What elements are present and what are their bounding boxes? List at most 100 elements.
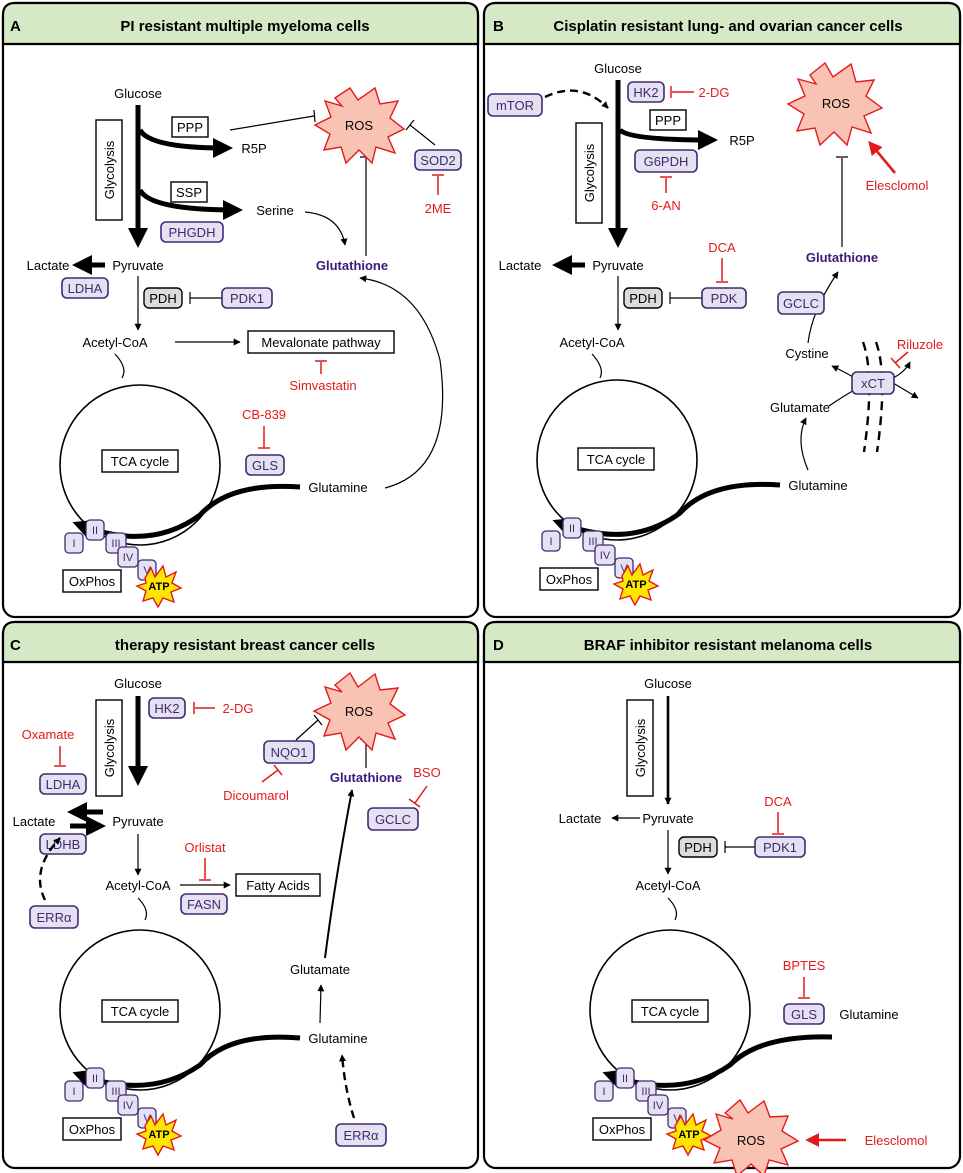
erra2-label: ERRα (344, 1128, 379, 1143)
ros-burst (313, 86, 406, 165)
elesclomol-activates-ros (868, 140, 896, 174)
2dg-label: 2-DG (222, 701, 253, 716)
tca-box (631, 999, 709, 1023)
oxphos-label: OxPhos (69, 574, 116, 589)
panel-c-letter: C (10, 637, 21, 654)
erra-label: ERRα (37, 910, 72, 925)
acetylcoa-label: Acetyl-CoA (559, 335, 624, 350)
gclc-label: GCLC (375, 812, 411, 827)
r5p-label: R5P (241, 141, 266, 156)
g6pdh-enzyme (634, 149, 698, 173)
membrane-right (874, 341, 884, 453)
pdk-label: PDK (711, 291, 738, 306)
acetylcoa-to-tca (137, 897, 148, 921)
tca-cycle-circle (59, 929, 221, 1091)
complex-iv (594, 544, 616, 566)
erra-to-lactate (38, 837, 61, 901)
ppp-arrow (618, 127, 718, 150)
glutathione-label: Glutathione (806, 250, 878, 265)
gls-enzyme (245, 454, 285, 476)
tca-label: TCA cycle (111, 454, 170, 469)
gclc-label: GCLC (783, 296, 819, 311)
glutamine-to-glutathione (359, 275, 444, 489)
glycolysis-label: Glycolysis (102, 140, 117, 199)
2me-inhibitor (432, 174, 444, 195)
2dg-inhibitor (193, 702, 215, 714)
complex-iv-label: IV (600, 550, 611, 562)
complex-iv-label: IV (123, 552, 134, 564)
glucose-label: Glucose (644, 676, 692, 691)
glutathione-label: Glutathione (316, 258, 388, 273)
oxamate-inhibitor (54, 746, 66, 767)
complex-ii (85, 1067, 105, 1089)
glycolysis-box (575, 122, 603, 224)
glycolysis-label: Glycolysis (582, 143, 597, 202)
glutamine-label: Glutamine (839, 1007, 898, 1022)
ros-label: ROS (822, 96, 851, 111)
glycolysis-box (95, 119, 123, 221)
acetylcoa-to-tca (114, 353, 125, 379)
erra-enzyme (29, 905, 79, 929)
bptes-inhibitor (798, 977, 810, 999)
tca-label: TCA cycle (587, 452, 646, 467)
acetylcoa-label: Acetyl-CoA (105, 878, 170, 893)
dca-label: DCA (708, 240, 736, 255)
atp-star (135, 564, 183, 609)
mevalonate-box (247, 330, 395, 354)
erra2-to-glutamine (339, 1054, 356, 1119)
oxphos-box (592, 1117, 652, 1141)
ssp-box (170, 181, 208, 203)
bso-label: BSO (413, 765, 440, 780)
glutamine-label: Glutamine (308, 1031, 367, 1046)
6an-label: 6-AN (651, 198, 681, 213)
phgdh-label: PHGDH (169, 225, 216, 240)
glutamate-label: Glutamate (770, 400, 830, 415)
complex-i-label: I (549, 536, 552, 548)
mevalonate-label: Mevalonate pathway (261, 335, 381, 350)
pdk1-enzyme (221, 287, 273, 309)
complex-iv-label: IV (653, 1100, 664, 1112)
oxamate-label: Oxamate (22, 727, 75, 742)
xct-transporter (851, 371, 895, 395)
panel-b-letter: B (493, 18, 504, 35)
complex-i-label: I (72, 1086, 75, 1098)
pdk1-label: PDK1 (230, 291, 264, 306)
pyruvate-label: Pyruvate (112, 258, 163, 273)
acetylcoa-to-tca (591, 353, 602, 379)
atp-star (612, 562, 660, 607)
ppp-box (171, 116, 209, 138)
elesclomol-label: Elesclomol (866, 178, 929, 193)
panel-a-title: PI resistant multiple myeloma cells (120, 18, 369, 35)
complex-iii-label: III (588, 536, 597, 548)
atp-star (135, 1112, 183, 1157)
sod2-inhibits-ros (405, 119, 436, 146)
complex-v-label: V (143, 565, 151, 577)
tca-box (577, 447, 655, 471)
2dg-inhibitor (670, 86, 694, 98)
complex-v-label: V (620, 563, 628, 575)
complex-iv-label: IV (123, 1100, 134, 1112)
oxphos-label: OxPhos (546, 572, 593, 587)
atp-label: ATP (625, 579, 646, 591)
r5p-label: R5P (729, 133, 754, 148)
pdk1-inhibits-pdh (189, 292, 222, 304)
panel-d-letter: D (493, 637, 504, 654)
complex-i-label: I (72, 538, 75, 550)
ros-burst (786, 61, 884, 147)
panel-d: D BRAF inhibitor resistant melanoma cell… (482, 620, 962, 1173)
nqo1-label: NQO1 (271, 745, 308, 760)
glutathione-label: Glutathione (330, 770, 402, 785)
cb839-inhibitor (258, 426, 270, 449)
mtor-enzyme (487, 93, 543, 117)
dca-inhibitor (772, 812, 784, 835)
riluzole-label: Riluzole (897, 337, 943, 352)
riluzole-inhibitor (890, 351, 909, 369)
pdh-enzyme (623, 287, 663, 309)
glycolysis-box (95, 699, 123, 797)
tca-cycle-circle (59, 384, 221, 546)
glutamine-to-glutamate (800, 417, 809, 471)
hk2-enzyme (627, 81, 665, 103)
complex-ii-label: II (622, 1073, 628, 1085)
pdh-label: PDH (149, 291, 176, 306)
panel-a: A PI resistant multiple myeloma cells Gl… (1, 1, 480, 619)
